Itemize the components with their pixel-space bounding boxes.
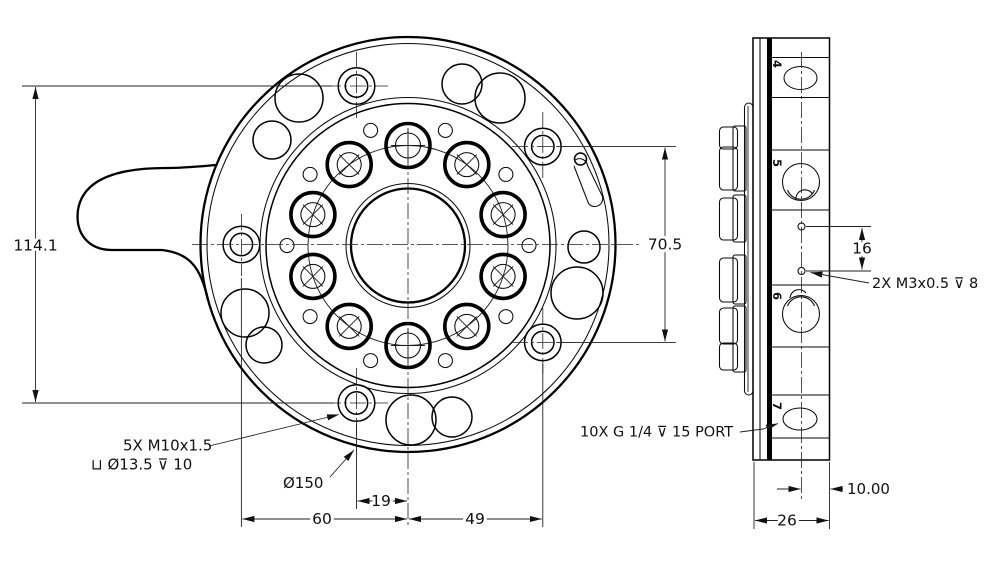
label-outer-diameter: Ø150	[283, 474, 323, 492]
label-g14-ports: 10X G 1/4 ⊽ 15 PORT	[580, 425, 733, 441]
extension-lines	[22, 85, 871, 529]
dim-text-port-plane-offset: 10.00	[847, 480, 890, 498]
dim-text-height: 114.1	[13, 237, 57, 255]
front-centerlines	[192, 52, 642, 527]
port-ring-holes	[289, 121, 527, 370]
dim-text-offset-small: 19	[371, 492, 391, 510]
side-body-outline	[752, 37, 831, 461]
port-number-4: 4	[770, 60, 784, 68]
port-4-hole	[783, 65, 818, 91]
port-cross-marks	[391, 128, 425, 363]
side-ports	[781, 65, 821, 431]
dim-text-right-height: 70.5	[648, 236, 683, 254]
alignment-slot	[573, 152, 604, 208]
dim-text-thickness: 26	[777, 512, 797, 530]
handle-tab-outline	[76, 163, 217, 301]
dim-text-offset-right: 49	[465, 510, 485, 528]
leader-m3	[810, 271, 870, 284]
segment-dividers	[772, 56, 830, 439]
port-5-hole	[781, 162, 821, 202]
port-6-hole	[781, 294, 821, 334]
slot-outline	[573, 158, 604, 208]
small-hole-circle-pattern	[279, 122, 537, 369]
leader-dia150	[329, 449, 355, 478]
port-number-7: 7	[770, 402, 784, 410]
slot-pin-hole	[573, 152, 588, 166]
label-m10-line2: ⊔ Ø13.5 ⊽ 10	[91, 456, 192, 474]
side-view: 4 5 6 7	[718, 37, 831, 500]
dim-text-port-pitch: 16	[852, 240, 872, 258]
label-m10-line1: 5X M10x1.5	[123, 437, 212, 455]
dim-text-offset-left: 60	[312, 510, 332, 528]
fitting-stacks	[718, 125, 747, 373]
label-m3-holes: 2X M3x0.5 ⊽ 8	[872, 276, 978, 292]
dimensions: 114.1 70.5 19 60 49 16 26 10.00 5X M10x1…	[10, 85, 978, 533]
port-x-marks	[302, 154, 514, 337]
port-number-6: 6	[770, 292, 784, 300]
port-7-hole	[782, 407, 818, 431]
leader-m10	[208, 414, 340, 447]
kidney-cutouts	[220, 63, 604, 446]
front-view	[76, 35, 642, 527]
leader-ports	[739, 423, 779, 433]
port-number-5: 5	[770, 159, 784, 167]
